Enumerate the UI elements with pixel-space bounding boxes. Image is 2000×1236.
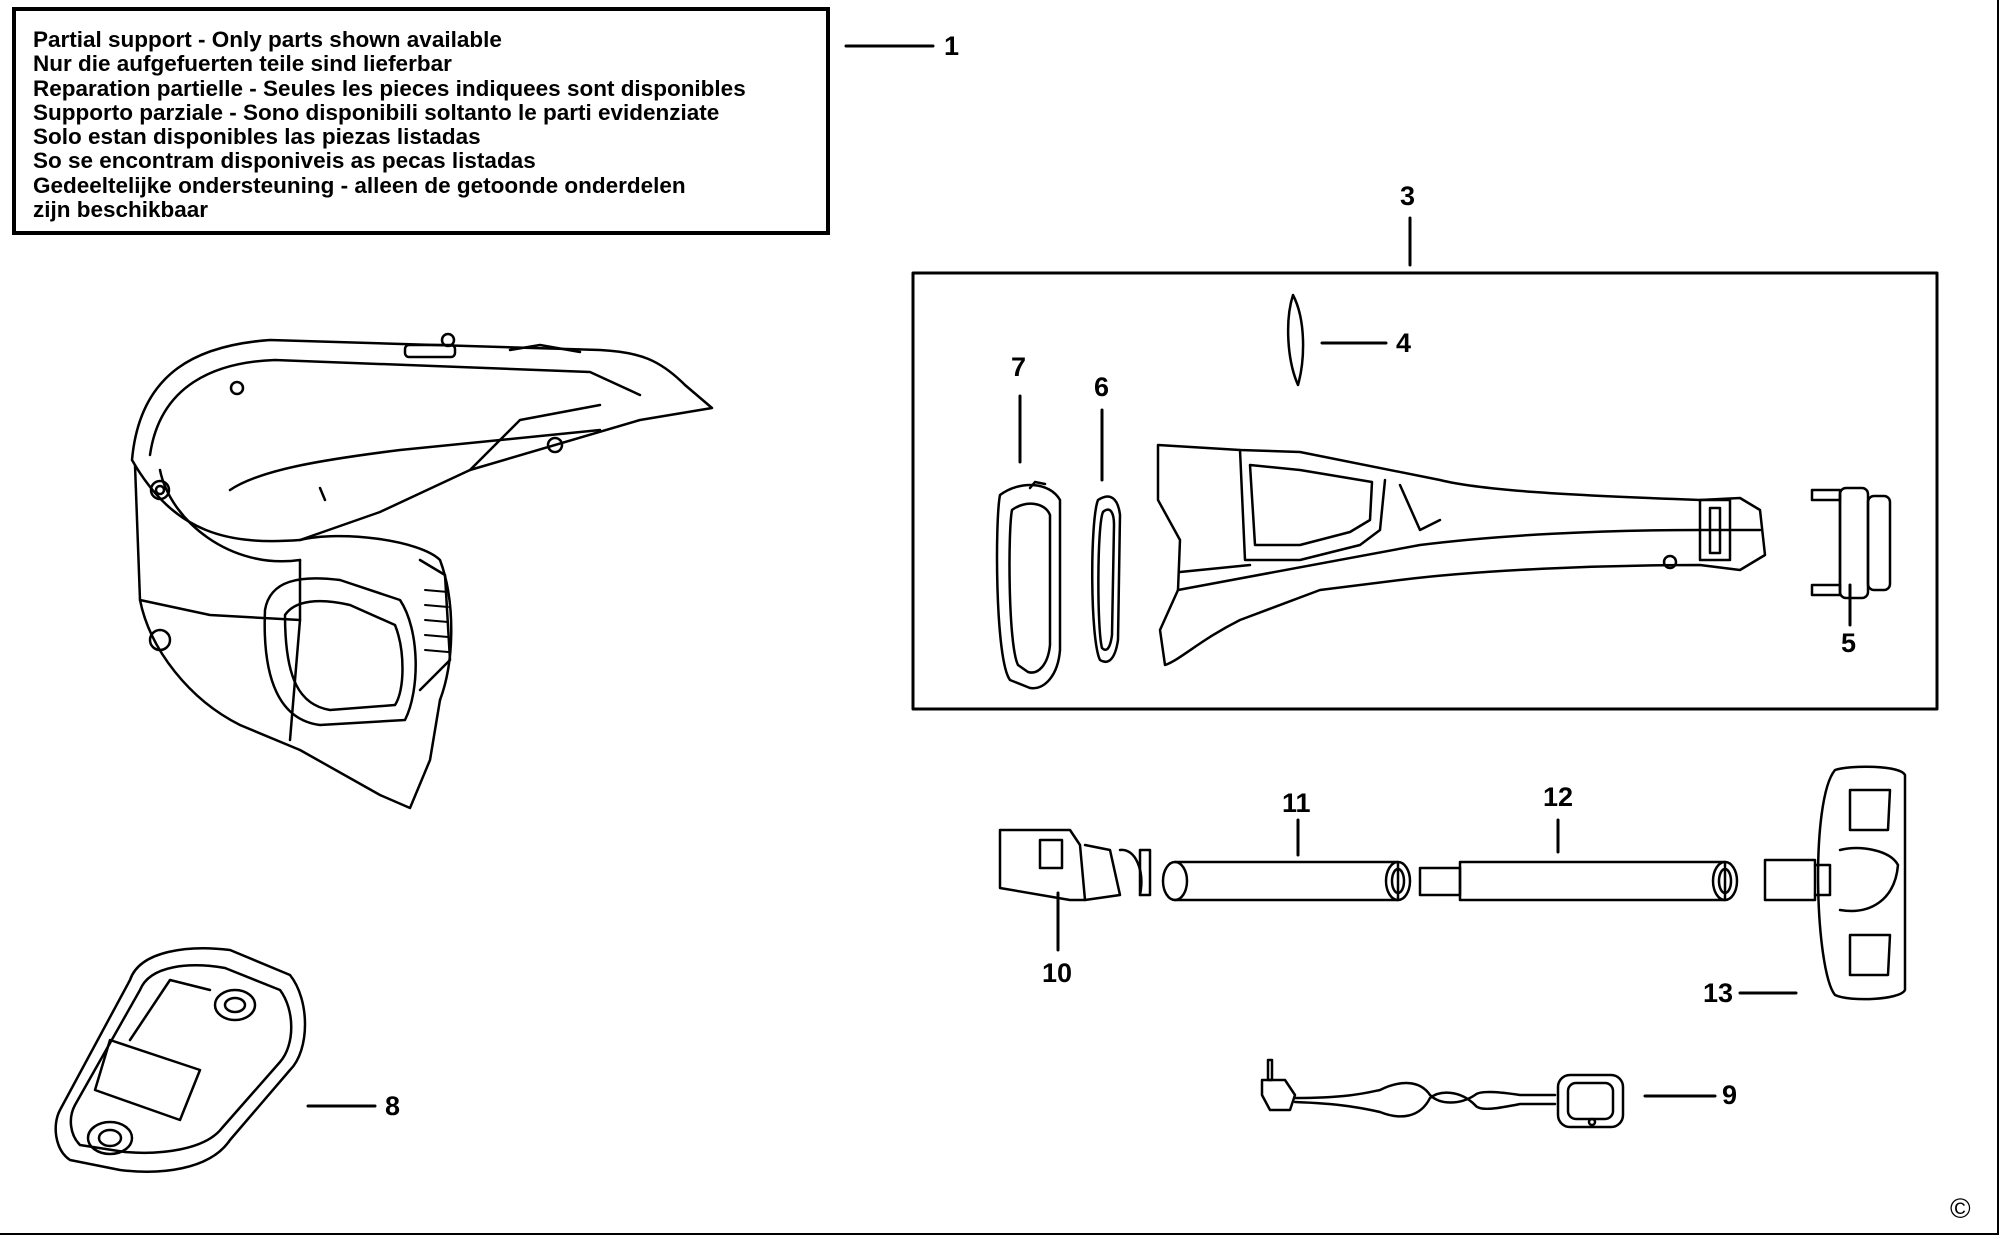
callout-5: 5 xyxy=(1841,628,1857,658)
notice-line-es: Solo estan disponibles las piezas listad… xyxy=(33,124,481,150)
notice-line-en: Partial support - Only parts shown avail… xyxy=(33,27,502,52)
callout-8: 8 xyxy=(385,1091,401,1121)
notice-line-de: Nur die aufgefuerten teile sind lieferba… xyxy=(33,51,452,77)
notice-line-fr: Reparation partielle - Seules les pieces… xyxy=(33,75,746,101)
leader-lines xyxy=(306,44,1852,1108)
callout-4: 4 xyxy=(1396,328,1412,358)
callout-1: 1 xyxy=(944,31,960,61)
partial-support-notice: Partial support - Only parts shown avail… xyxy=(12,7,830,235)
part-9-charger xyxy=(1260,1058,1625,1129)
callout-6: 6 xyxy=(1094,372,1110,402)
part-7-filter-frame xyxy=(995,480,1062,690)
callout-13: 13 xyxy=(1703,978,1734,1008)
notice-line-nl-1: Gedeeltelijke ondersteuning - alleen de … xyxy=(33,172,686,198)
charging-base-drawing xyxy=(54,947,307,1173)
part-10-connector xyxy=(998,828,1152,902)
part-4-blade xyxy=(1286,293,1305,387)
notice-line-it: Supporto parziale - Sono disponibili sol… xyxy=(33,99,720,125)
part-11-tube xyxy=(1161,860,1412,902)
copyright-symbol: © xyxy=(1950,1193,1971,1224)
callout-11: 11 xyxy=(1282,788,1311,818)
part-5-clip xyxy=(1810,486,1892,600)
callout-3: 3 xyxy=(1400,181,1416,211)
part-6-seal xyxy=(1090,495,1122,664)
part-13-floor-head xyxy=(1763,765,1907,1001)
callout-7: 7 xyxy=(1011,352,1027,382)
nozzle-body-drawing xyxy=(1156,443,1767,667)
callout-9: 9 xyxy=(1722,1080,1738,1110)
vacuum-body-drawing xyxy=(130,332,714,810)
notice-line-pt: So se encontram disponiveis as pecas lis… xyxy=(33,148,536,174)
nozzle-group-box xyxy=(911,271,1939,711)
part-12-tube xyxy=(1418,860,1739,902)
callout-10: 10 xyxy=(1042,958,1073,988)
notice-line-nl-2: zijn beschikbaar xyxy=(33,197,209,223)
callout-12: 12 xyxy=(1543,782,1574,812)
